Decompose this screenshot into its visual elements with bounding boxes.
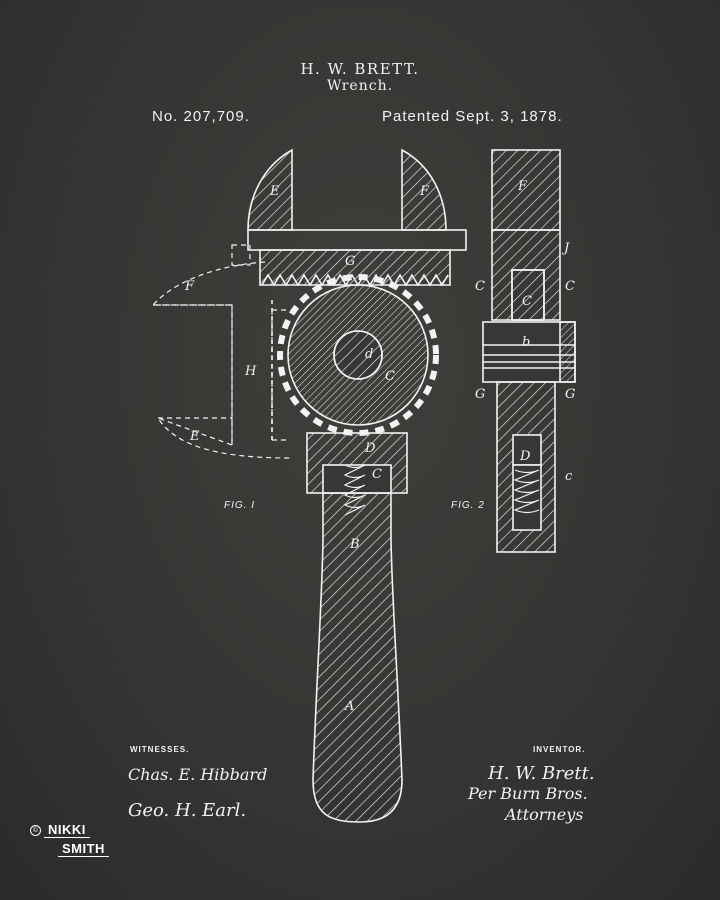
svg-text:C: C	[385, 369, 395, 384]
fig2-drawing: F J C C C b G G D c	[475, 149, 576, 553]
attorney-signature: Per Burn Bros.	[468, 784, 588, 803]
copyright-icon: ©	[30, 825, 41, 836]
svg-text:C: C	[475, 279, 485, 294]
svg-text:C: C	[565, 279, 575, 294]
attorneys-label: Attorneys	[505, 805, 584, 824]
svg-text:F: F	[184, 279, 195, 294]
svg-text:G: G	[475, 387, 485, 402]
witness-signature-2: Geo. H. Earl.	[128, 800, 247, 821]
inventor-label: INVENTOR.	[533, 745, 586, 754]
patent-number: No. 207,709.	[152, 108, 250, 125]
svg-text:E: E	[269, 184, 280, 199]
svg-text:d: d	[365, 347, 373, 362]
svg-text:E: E	[189, 429, 200, 444]
inventor-title: H. W. BRETT.	[300, 60, 420, 78]
fig1-drawing: E F G F H E d C D C B A	[151, 148, 467, 823]
svg-text:G: G	[345, 254, 355, 269]
svg-text:A: A	[344, 699, 354, 714]
svg-text:C: C	[522, 294, 532, 309]
svg-text:F: F	[517, 179, 528, 194]
svg-text:G: G	[565, 387, 575, 402]
watermark-line1: NIKKI	[44, 822, 90, 838]
svg-text:H: H	[244, 364, 257, 379]
svg-text:b: b	[522, 335, 530, 350]
artist-watermark: © NIKKI SMITH	[30, 822, 112, 862]
witness-signature-1: Chas. E. Hibbard	[128, 765, 268, 784]
fig1-label: FIG. I	[224, 500, 255, 511]
svg-text:J: J	[561, 241, 570, 256]
patent-date: Patented Sept. 3, 1878.	[382, 108, 563, 125]
svg-text:F: F	[419, 184, 430, 199]
svg-text:C: C	[372, 467, 382, 482]
witnesses-label: WITNESSES.	[130, 745, 190, 754]
gear	[277, 274, 439, 436]
fig2-label: FIG. 2	[451, 500, 485, 511]
inventor-signature: H. W. Brett.	[488, 763, 595, 784]
svg-text:c: c	[565, 469, 573, 484]
svg-text:D: D	[364, 441, 376, 456]
svg-text:D: D	[519, 449, 531, 464]
invention-subtitle: Wrench.	[326, 78, 394, 94]
svg-text:B: B	[349, 537, 360, 552]
dashed-alternate-jaw	[151, 244, 291, 459]
watermark-line2: SMITH	[58, 841, 109, 857]
